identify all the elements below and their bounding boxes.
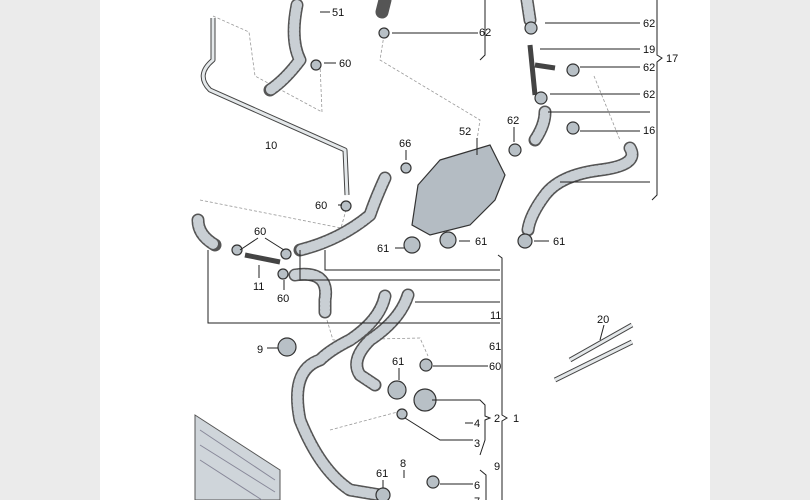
part-label: 3 — [474, 438, 480, 450]
part-label: 1 — [513, 413, 519, 425]
part-label: 11 — [253, 281, 264, 293]
part-label: 10 — [265, 140, 277, 152]
part-label: 61 — [376, 468, 388, 480]
part-label: 11 — [490, 310, 501, 322]
part-label: 8 — [400, 458, 406, 470]
part-labels: 51 62 62 19 62 17 60 62 10 52 66 62 16 6… — [253, 7, 678, 500]
thermostat-housing — [411, 144, 506, 236]
pipes — [200, 18, 634, 383]
leader-lines — [207, 0, 663, 500]
part-label: 7 — [474, 496, 480, 500]
part-label: 9 — [494, 461, 500, 473]
part-label: 52 — [459, 126, 471, 138]
part-label: 62 — [643, 89, 655, 101]
part-label: 61 — [475, 236, 487, 248]
part-label: 19 — [643, 44, 655, 56]
part-label: 60 — [277, 293, 289, 305]
part-label: 60 — [315, 200, 327, 212]
part-label: 61 — [489, 341, 501, 353]
part-label: 66 — [399, 138, 411, 150]
assembly-guides — [199, 15, 621, 431]
radiator — [194, 414, 281, 500]
part-label: 9 — [257, 344, 263, 356]
part-label: 51 — [332, 7, 344, 19]
part-label: 4 — [474, 418, 480, 430]
part-label: 16 — [643, 125, 655, 137]
part-label: 6 — [474, 480, 480, 492]
part-label: 61 — [392, 356, 404, 368]
part-label: 17 — [666, 53, 678, 65]
hose-clamps — [231, 21, 580, 500]
part-label: 62 — [643, 18, 655, 30]
part-label: 60 — [254, 226, 266, 238]
part-label: 62 — [479, 27, 491, 39]
part-label: 2 — [494, 413, 500, 425]
hoses — [191, 0, 639, 500]
part-label: 60 — [339, 58, 351, 70]
part-label: 61 — [553, 236, 565, 248]
part-label: 61 — [377, 243, 389, 255]
part-label: 60 — [489, 361, 501, 373]
part-label: 62 — [507, 115, 519, 127]
part-label: 62 — [643, 62, 655, 74]
part-label: 20 — [597, 314, 609, 326]
